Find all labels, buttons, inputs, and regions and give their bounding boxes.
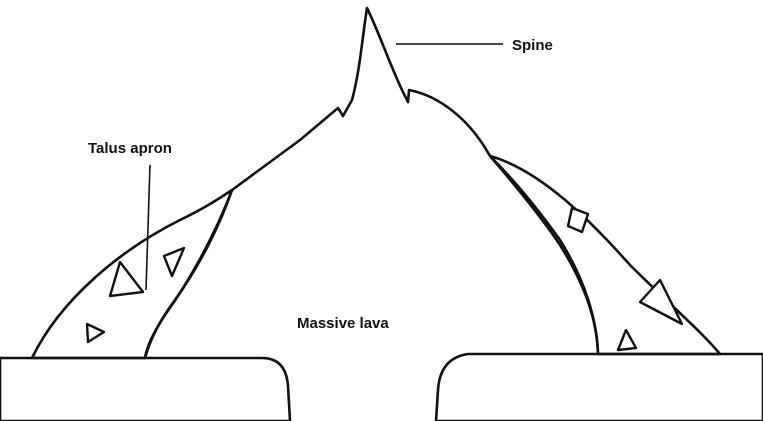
talus-apron-leader-line [146,165,150,290]
clast-left-2 [164,248,184,276]
clast-right-2 [640,280,682,324]
talus-apron-label: Talus apron [88,140,172,157]
clast-right-3 [618,330,636,350]
clast-right-1 [568,208,588,232]
spine-label: Spine [512,37,553,54]
dome-outline [145,8,598,358]
basement-left [0,358,290,421]
talus-apron-left [32,190,232,358]
talus-apron-right [490,156,720,354]
massive-lava-label: Massive lava [297,315,389,332]
clast-left-3 [87,324,104,342]
clast-left-1 [110,262,143,296]
basement-right [436,354,763,421]
